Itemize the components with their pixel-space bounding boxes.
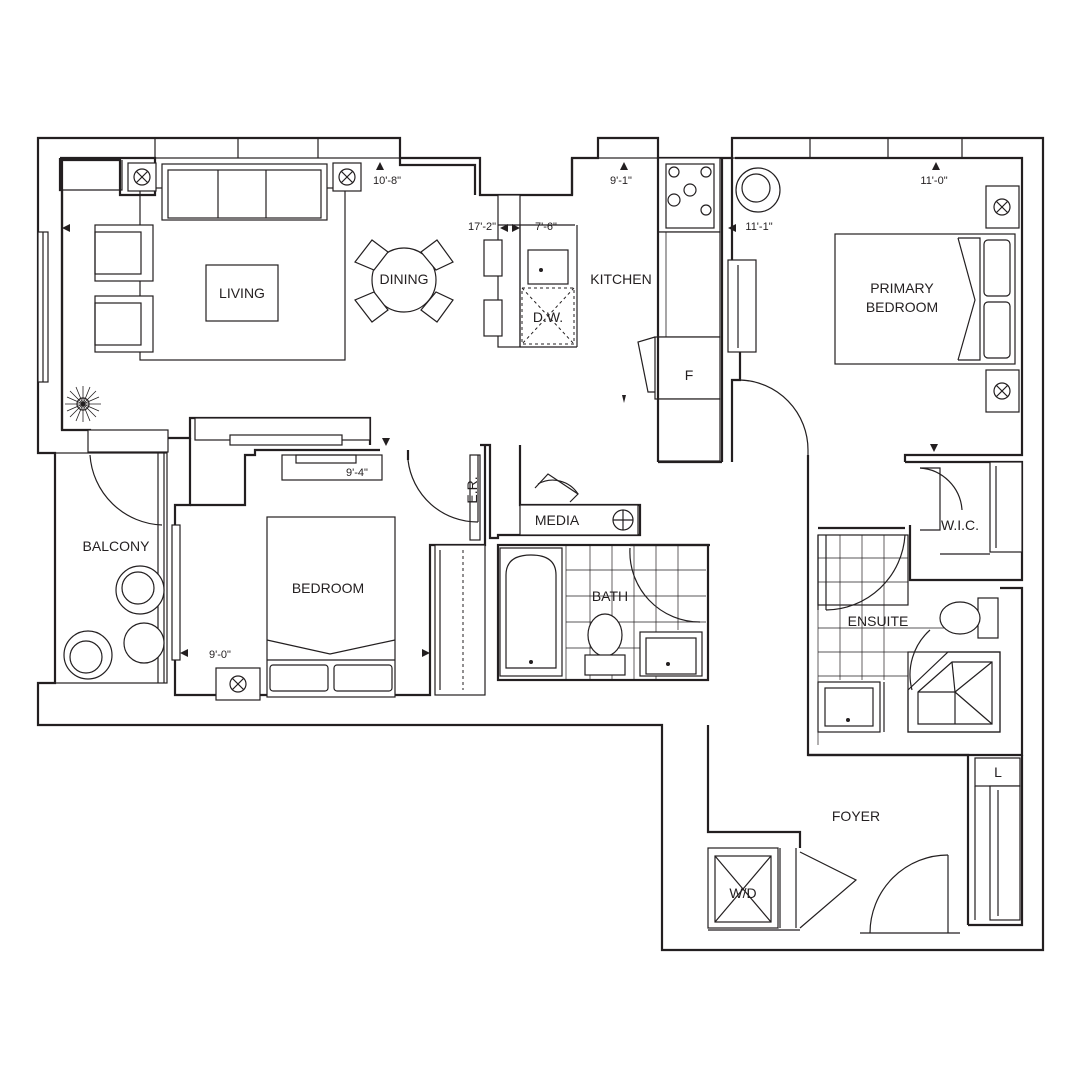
- plant-icon: [65, 386, 101, 422]
- dimension-labels: 10'-8" 17'-2" 7'-6" 9'-1" 11'-0" 11'-1" …: [209, 175, 948, 661]
- label-ensuite: ENSUITE: [848, 613, 909, 629]
- label-primary-line2: BEDROOM: [866, 299, 938, 315]
- walk-in-closet: [905, 460, 1024, 582]
- balcony-table: [123, 622, 165, 664]
- ensuite-vanity: [817, 681, 881, 733]
- primary-chair: [735, 167, 781, 213]
- nightstand-top: [985, 185, 1020, 229]
- label-electrical-room: E.R.: [464, 476, 480, 503]
- label-dining: DINING: [380, 271, 429, 287]
- label-foyer: FOYER: [832, 808, 880, 824]
- kitchen-sink: [527, 249, 569, 285]
- ensuite-bath: [806, 455, 1024, 757]
- bath-toilet-tank: [584, 654, 626, 676]
- label-balcony: BALCONY: [83, 538, 151, 554]
- ensuite-toilet: [939, 601, 981, 635]
- primary-bedroom: [727, 156, 1024, 462]
- sofa: [161, 163, 328, 221]
- dim-kitchen-width: 9'-1": [610, 175, 632, 187]
- label-wic: W.I.C.: [941, 517, 979, 533]
- fridge: [654, 336, 721, 400]
- label-media: MEDIA: [535, 512, 580, 528]
- dim-living-length: 17'-2": [468, 221, 496, 233]
- balcony-chair-bottom: [63, 630, 113, 680]
- dim-bedroom-length: 9'-4": [346, 467, 368, 479]
- main-bath: [496, 543, 710, 682]
- bathtub: [499, 547, 563, 677]
- dimension-markers: [62, 162, 940, 657]
- bath-toilet: [587, 613, 623, 657]
- kitchen-area: [483, 157, 724, 464]
- label-bath: BATH: [592, 588, 628, 604]
- bedroom-bed: [266, 516, 396, 698]
- balcony-chair-top: [115, 565, 165, 615]
- label-primary-line1: PRIMARY: [870, 280, 934, 296]
- foyer: [706, 725, 1024, 934]
- room-labels: LIVING DINING KITCHEN PRIMARY BEDROOM BA…: [83, 271, 1003, 901]
- electrical-room-door: [469, 454, 481, 541]
- bedroom-dresser: [281, 454, 383, 481]
- ensuite-shower: [817, 534, 909, 606]
- label-fridge: F: [685, 367, 694, 383]
- dim-bedroom-width: 9'-0": [209, 649, 231, 661]
- label-dishwasher: D.W.: [533, 309, 563, 325]
- dim-living-width: 10'-8": [373, 175, 401, 187]
- balcony: [54, 429, 169, 684]
- label-bedroom: BEDROOM: [292, 580, 364, 596]
- dim-primary-length: 11'-1": [745, 221, 772, 233]
- living-room: [65, 162, 362, 422]
- dim-kitchen-depth: 7'-6": [535, 221, 557, 233]
- window-living: [154, 137, 401, 159]
- armchair-bottom: [94, 295, 154, 353]
- linen-closet: [974, 757, 1021, 787]
- label-linen: L: [994, 764, 1002, 780]
- kitchen-counter: [657, 231, 721, 338]
- window-primary: [731, 137, 963, 159]
- coffee-table: [205, 264, 279, 322]
- dining-table: [371, 247, 437, 313]
- primary-bed: [834, 233, 1016, 365]
- bedroom: [171, 417, 487, 701]
- bath-vanity: [639, 631, 703, 677]
- dining-set: [354, 239, 454, 323]
- label-wd: W/D: [729, 885, 756, 901]
- primary-closet-door: [727, 259, 757, 353]
- bedroom-side-closet: [434, 544, 486, 696]
- label-kitchen: KITCHEN: [590, 271, 651, 287]
- ensuite-toilet-tank: [977, 597, 999, 639]
- label-living: LIVING: [219, 285, 265, 301]
- dim-primary-width: 11'-0": [920, 175, 947, 187]
- media-area: [469, 443, 642, 541]
- dishwasher: [521, 287, 575, 345]
- armchair-top: [94, 224, 154, 282]
- window-kitchen: [597, 137, 659, 159]
- pantry: [657, 398, 721, 462]
